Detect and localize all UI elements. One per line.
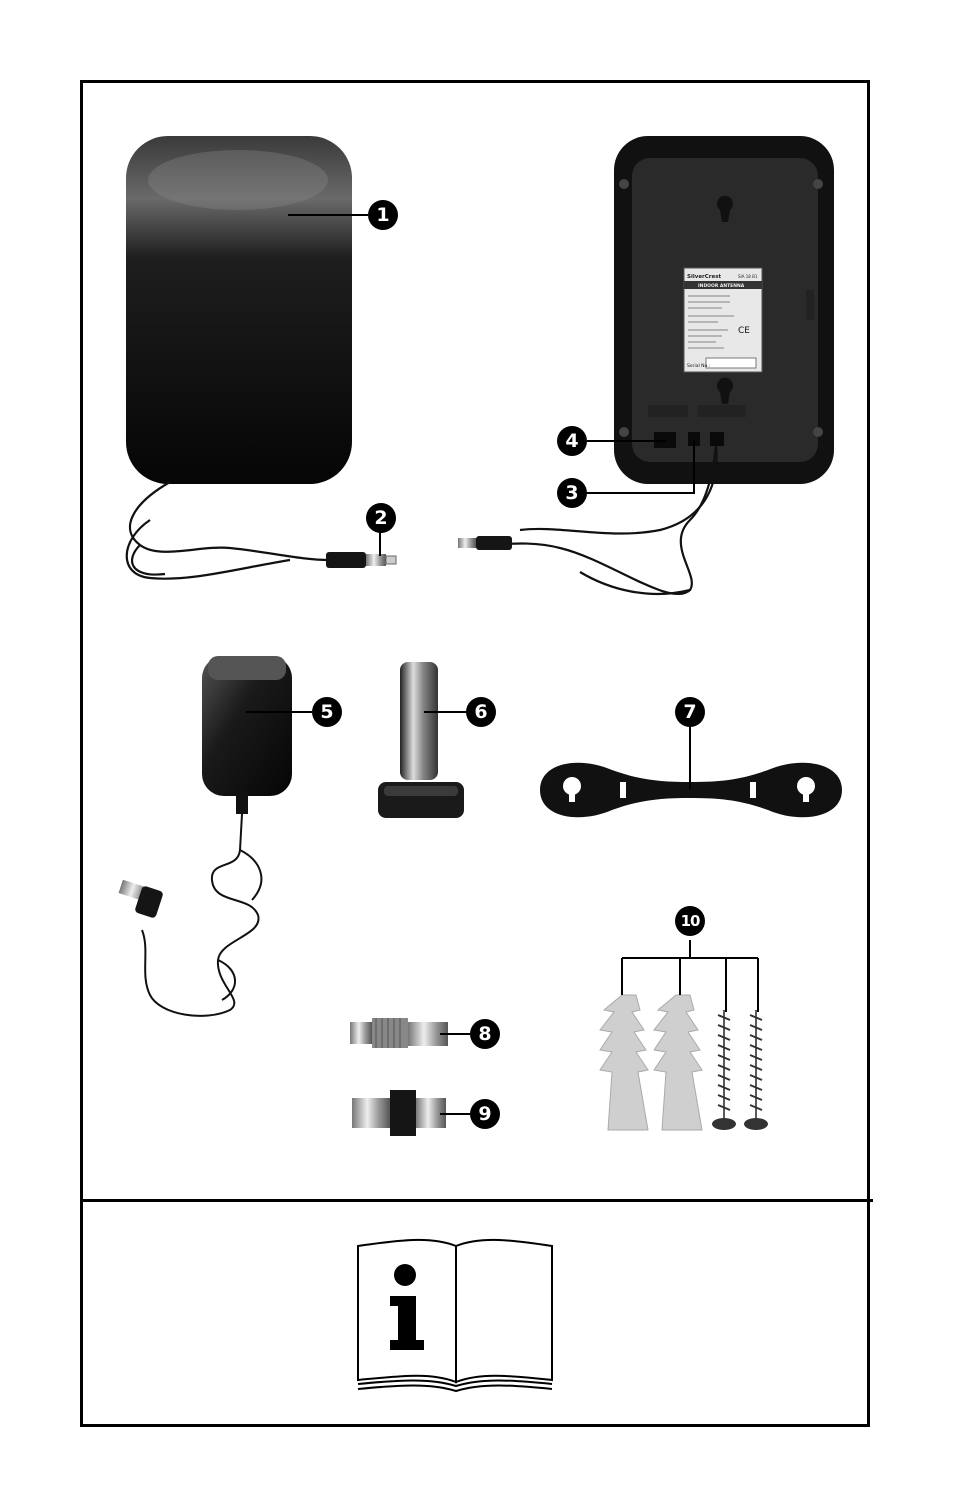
power-adapter: [202, 656, 292, 814]
f-connector-adapter: [350, 1018, 448, 1048]
callout-10: 10: [675, 906, 705, 936]
frame-divider: [80, 1199, 873, 1202]
callout-2: 2: [366, 503, 396, 533]
dc-plug: [118, 879, 163, 918]
coax-coupler: [352, 1090, 446, 1136]
device-label-title: INDOOR ANTENNA: [698, 283, 745, 289]
coax-plug-front: [326, 552, 397, 568]
callout-3: 3: [557, 478, 587, 508]
device-label-serial: Serial No.:: [687, 363, 710, 369]
callout-9: 9: [470, 1099, 500, 1129]
power-adapter-cable: [141, 813, 263, 1017]
table-stand: [378, 662, 464, 818]
device-label-model: SIA 18 B1: [738, 274, 758, 279]
device-label-ce: CE: [738, 326, 750, 336]
callout-6: 6: [466, 697, 496, 727]
wall-plugs-and-screws: [599, 994, 768, 1131]
callout-7: 7: [675, 697, 705, 727]
device-label-brand: SilverCrest: [687, 274, 722, 280]
coax-plug-back: [458, 536, 512, 550]
info-book-icon: [357, 1238, 553, 1393]
device-rating-label: [683, 267, 763, 373]
callout-5: 5: [312, 697, 342, 727]
antenna-front-cable: [125, 481, 331, 580]
callout-4: 4: [557, 426, 587, 456]
callout-1: 1: [368, 200, 398, 230]
component-overview-frame: [80, 80, 870, 1427]
antenna-front: [126, 136, 352, 484]
callout-8: 8: [470, 1019, 500, 1049]
antenna-back-cable: [479, 445, 718, 596]
